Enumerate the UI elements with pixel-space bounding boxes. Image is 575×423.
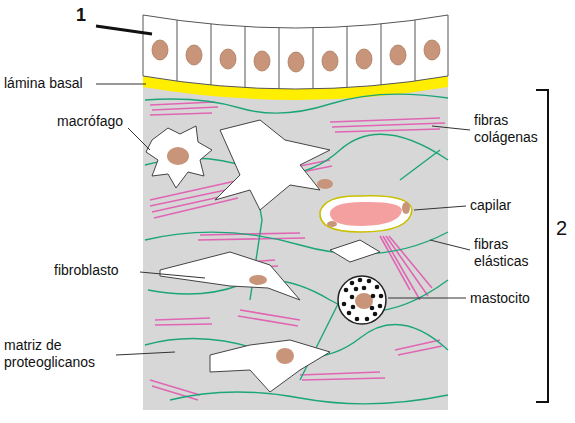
callout-number: 1 (76, 4, 86, 26)
callout-number: 2 (556, 216, 567, 240)
part-label: fibras elásticas (474, 236, 554, 270)
mast-cell (338, 276, 386, 324)
fibroblast-nuclei (249, 179, 333, 364)
part-label: mastocito (470, 290, 530, 307)
part-label: fibroblasto (54, 262, 119, 279)
part-label: macrófago (57, 113, 123, 130)
part-label: capilar (470, 197, 511, 214)
macrophage (146, 126, 212, 188)
part-label: fibras colágenas (474, 112, 554, 146)
elastic-fibers (145, 94, 448, 404)
leader-lines (96, 26, 470, 355)
proteoglycan-matrix (143, 86, 448, 410)
capillary (320, 196, 412, 232)
part-label: lámina basal (4, 75, 83, 92)
fibroblasts (160, 120, 380, 392)
part-label: matriz de proteoglicanos (4, 337, 112, 371)
